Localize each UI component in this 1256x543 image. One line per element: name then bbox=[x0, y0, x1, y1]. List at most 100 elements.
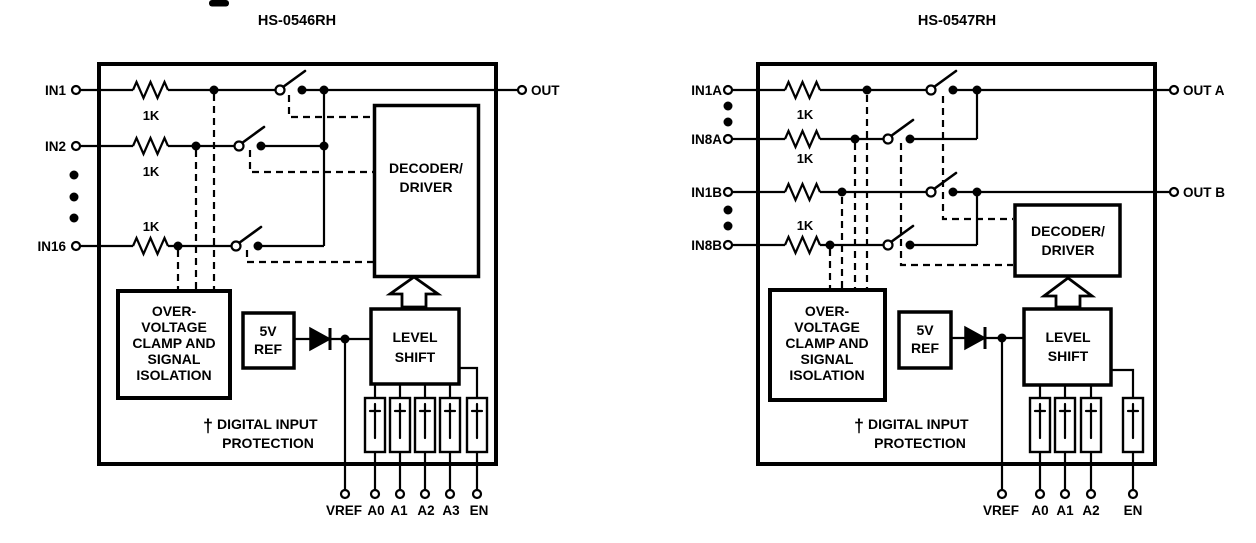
input-ellipsis-dots bbox=[723, 101, 733, 231]
decoder-driver-block: DECODER/ DRIVER bbox=[1013, 203, 1122, 278]
terminal-label: A0 bbox=[1031, 503, 1048, 518]
resistor-icon bbox=[783, 79, 822, 256]
terminal-label: A1 bbox=[1056, 503, 1074, 518]
junction-dots bbox=[825, 85, 1007, 343]
svg-text:SIGNAL: SIGNAL bbox=[801, 351, 854, 367]
diagram-title: HS-0546RH bbox=[258, 13, 336, 29]
svg-text:OVER-: OVER- bbox=[805, 303, 850, 319]
terminal-label: VREF bbox=[326, 503, 362, 518]
level-shift-block: LEVEL SHIFT bbox=[1022, 307, 1113, 387]
analog-switch-icon bbox=[882, 69, 958, 251]
digital-input-protection-network bbox=[363, 396, 489, 454]
dagger-icon bbox=[1033, 402, 1140, 440]
resistor-icon bbox=[131, 79, 170, 257]
terminal-circle bbox=[722, 84, 734, 96]
dagger-icon: † bbox=[854, 416, 864, 436]
dagger-icon bbox=[368, 402, 484, 440]
bottom-terminals bbox=[996, 488, 1139, 500]
terminal-label: A0 bbox=[367, 503, 384, 518]
input-signal-lines bbox=[80, 88, 518, 248]
output-pin-label: OUT A bbox=[1183, 83, 1225, 98]
terminal-circle bbox=[1034, 488, 1046, 500]
input-pin-label: IN1 bbox=[45, 83, 67, 98]
protection-note: † DIGITAL INPUT PROTECTION bbox=[854, 416, 969, 451]
terminal-label: A1 bbox=[390, 503, 408, 518]
input-pin-label: IN1A bbox=[691, 83, 722, 98]
io-terminals bbox=[70, 84, 528, 252]
svg-text:SIGNAL: SIGNAL bbox=[148, 351, 201, 367]
terminal-circle bbox=[339, 488, 351, 500]
terminal-circle bbox=[394, 488, 406, 500]
resistor-value-label: 1K bbox=[797, 151, 814, 166]
terminal-circle bbox=[444, 488, 456, 500]
resistor-value-label: 1K bbox=[797, 218, 814, 233]
terminal-label: VREF bbox=[983, 503, 1019, 518]
terminal-circle bbox=[419, 488, 431, 500]
clamp-sense-dashed-lines bbox=[828, 95, 869, 288]
clamp-sense-dashed-lines bbox=[176, 94, 216, 289]
terminal-circle bbox=[1059, 488, 1071, 500]
input-pin-label: IN8A bbox=[691, 132, 722, 147]
terminal-circle bbox=[996, 488, 1008, 500]
resistor-value-label: 1K bbox=[143, 108, 160, 123]
svg-text:REF: REF bbox=[254, 341, 282, 357]
svg-text:DIGITAL INPUT: DIGITAL INPUT bbox=[217, 416, 318, 432]
terminal-circle bbox=[722, 239, 734, 251]
input-signal-lines bbox=[732, 88, 1170, 247]
terminal-label: A3 bbox=[442, 503, 460, 518]
terminal-circle bbox=[1085, 488, 1097, 500]
resistor-value-label: 1K bbox=[797, 107, 814, 122]
terminal-circle bbox=[722, 186, 734, 198]
svg-text:DECODER/: DECODER/ bbox=[389, 160, 463, 176]
svg-text:DRIVER: DRIVER bbox=[400, 179, 453, 195]
level-shift-arrow-icon bbox=[1039, 276, 1097, 309]
digital-input-protection-network bbox=[1028, 396, 1145, 454]
diagram-hs-0547rh: HS-0547RH 1K 1K 1K bbox=[691, 13, 1225, 518]
svg-text:LEVEL: LEVEL bbox=[1045, 329, 1091, 345]
terminal-circle bbox=[1168, 186, 1180, 198]
terminal-label: EN bbox=[1124, 503, 1143, 518]
terminal-circle bbox=[722, 133, 734, 145]
input-pin-label: IN2 bbox=[45, 139, 66, 154]
output-pin-label: OUT bbox=[531, 83, 560, 98]
terminal-circle bbox=[70, 84, 82, 96]
package-outline bbox=[97, 62, 498, 466]
switch-control-dashed-lines bbox=[245, 95, 373, 264]
svg-text:PROTECTION: PROTECTION bbox=[874, 435, 966, 451]
level-shift-block: LEVEL SHIFT bbox=[369, 307, 461, 386]
svg-text:CLAMP AND: CLAMP AND bbox=[132, 335, 215, 351]
level-shift-arrow-icon bbox=[385, 275, 443, 309]
terminal-circle bbox=[471, 488, 483, 500]
overvoltage-clamp-block: OVER- VOLTAGE CLAMP AND SIGNAL ISOLATION bbox=[116, 289, 232, 400]
svg-text:REF: REF bbox=[911, 340, 939, 356]
switch-control-dashed-lines bbox=[899, 96, 1013, 267]
package-outline bbox=[756, 62, 1157, 466]
svg-text:5V: 5V bbox=[916, 322, 934, 338]
svg-text:SHIFT: SHIFT bbox=[1048, 348, 1089, 364]
svg-text:OVER-: OVER- bbox=[152, 303, 197, 319]
dagger-icon: † bbox=[203, 416, 213, 436]
svg-text:VOLTAGE: VOLTAGE bbox=[794, 319, 860, 335]
terminal-label: EN bbox=[470, 503, 489, 518]
input-pin-label: IN16 bbox=[37, 239, 66, 254]
svg-text:5V: 5V bbox=[259, 323, 277, 339]
fivev-ref-block: 5V REF bbox=[897, 310, 953, 370]
cropped-heading-fragment bbox=[209, 0, 229, 7]
io-terminals bbox=[722, 84, 1180, 251]
terminal-circle bbox=[516, 84, 528, 96]
input-ellipsis-dots bbox=[69, 170, 79, 223]
svg-text:DECODER/: DECODER/ bbox=[1031, 223, 1105, 239]
svg-text:ISOLATION: ISOLATION bbox=[789, 367, 864, 383]
analog-switch-icon bbox=[230, 69, 307, 252]
svg-text:ISOLATION: ISOLATION bbox=[136, 367, 211, 383]
svg-text:DIGITAL INPUT: DIGITAL INPUT bbox=[868, 416, 969, 432]
diagram-hs-0546rh: HS-0546RH 1K 1K 1K bbox=[37, 13, 560, 518]
resistor-value-label: 1K bbox=[143, 164, 160, 179]
fivev-ref-block: 5V REF bbox=[241, 311, 296, 370]
svg-text:LEVEL: LEVEL bbox=[392, 329, 438, 345]
svg-text:VOLTAGE: VOLTAGE bbox=[141, 319, 207, 335]
svg-text:SHIFT: SHIFT bbox=[395, 349, 436, 365]
terminal-label: A2 bbox=[417, 503, 434, 518]
